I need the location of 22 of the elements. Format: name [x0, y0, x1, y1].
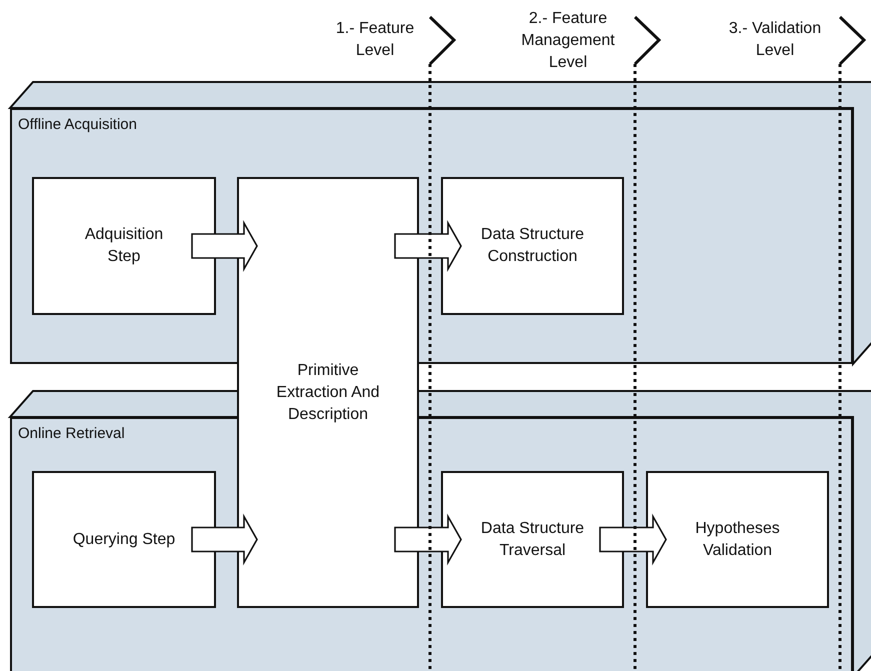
block-arrow	[394, 513, 462, 566]
level-label: 2.- Feature Management Level	[520, 9, 616, 73]
process-box	[32, 471, 216, 608]
level-label: 3.- Validation Level	[728, 19, 822, 61]
box-label: Data Structure Construction	[480, 225, 586, 267]
panel-title: Offline Acquisition	[18, 116, 137, 133]
box-label: Adquisition Step	[84, 225, 164, 267]
process-box	[646, 471, 829, 608]
process-box	[441, 471, 624, 608]
block-arrow	[599, 513, 667, 566]
process-box	[237, 177, 419, 608]
panel-title: Online Retrieval	[18, 425, 125, 442]
process-box	[32, 177, 216, 315]
box-label: Hypotheses Validation	[694, 518, 781, 560]
process-box	[441, 177, 624, 315]
box-label: Primitive Extraction And Description	[275, 360, 381, 424]
level-label: 1.- Feature Level	[334, 19, 416, 61]
box-label: Querying Step	[72, 530, 176, 550]
block-arrow	[191, 220, 258, 272]
block-arrow	[394, 220, 462, 272]
box-label: Data Structure Traversal	[480, 518, 586, 560]
block-arrow	[191, 513, 258, 566]
